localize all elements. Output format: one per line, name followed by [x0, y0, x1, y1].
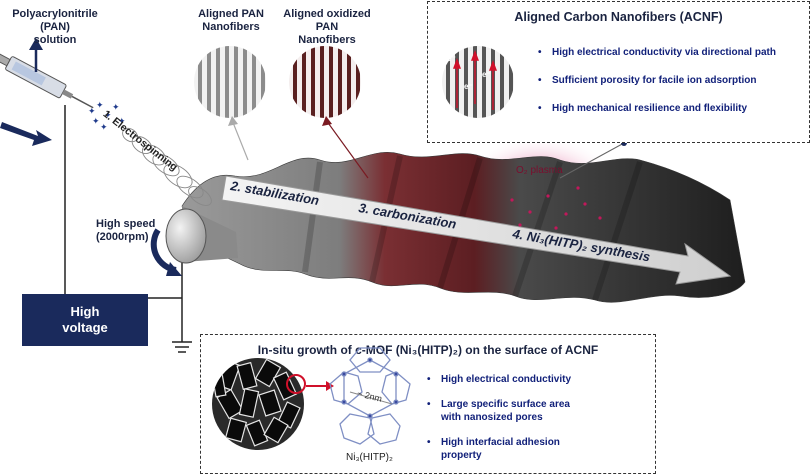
injection-arrow-icon: [0, 122, 52, 146]
acnf-bullet: Sufficient porosity for facile ion adsor…: [538, 74, 803, 87]
ground-icon: [172, 341, 192, 353]
roller: [165, 206, 238, 264]
aligned-oxidized-pan-nanofiber-image: [289, 46, 361, 118]
syringe-icon: [0, 50, 94, 109]
circuit-wires: [64, 105, 183, 342]
pan-solution-label: Polyacrylonitrile (PAN) solution: [12, 8, 98, 46]
high-speed-label: High speed (2000rpm): [96, 218, 156, 243]
acnf-box-title: Aligned Carbon Nanofibers (ACNF): [514, 10, 723, 24]
aligned-oxidized-pan-label: Aligned oxidized PAN Nanofibers: [283, 8, 371, 46]
mof-bullet: High electrical conductivity: [427, 373, 647, 386]
svg-text:✦: ✦: [104, 110, 112, 120]
high-voltage-box: High voltage: [22, 294, 148, 346]
mof-bullet: High interfacial adhesion property: [427, 436, 647, 462]
acnf-bullet-list: High electrical conductivity via directi…: [538, 46, 803, 115]
svg-text:✦: ✦: [88, 106, 96, 116]
svg-text:✦: ✦: [96, 100, 104, 110]
mof-box-title: In-situ growth of c-MOF (Ni₃(HITP)₂) on …: [257, 343, 599, 357]
acnf-fiber-image: [442, 46, 514, 118]
jet-particles: ✦✦✦ ✦✦✦ ✦: [88, 100, 126, 132]
mof-illustration: [212, 347, 411, 450]
electron-label: e⁻: [464, 82, 473, 91]
svg-text:✦: ✦: [112, 102, 120, 112]
mof-formula-label: Ni₃(HITP)₂: [346, 452, 393, 463]
mof-bullet: Large specific surface area with nanosiz…: [427, 398, 647, 424]
electrospinning-jet: [122, 127, 212, 206]
svg-text:✦: ✦: [100, 122, 108, 132]
process-arrow: [221, 175, 732, 285]
electron-label: e⁻: [447, 54, 456, 63]
acnf-bullet: High mechanical resilience and flexibili…: [538, 102, 803, 115]
svg-text:✦: ✦: [92, 116, 100, 126]
aligned-pan-nanofiber-image: [194, 46, 266, 118]
acnf-box: Aligned Carbon Nanofibers (ACNF) High el…: [427, 1, 810, 143]
mof-bullet-list: High electrical conductivity Large speci…: [427, 373, 647, 462]
o2-plasma-label: O₂ plasma: [516, 165, 563, 176]
aligned-pan-label: Aligned PAN Nanofibers: [198, 8, 264, 33]
plasma-particles: [510, 186, 602, 230]
acnf-bullet: High electrical conductivity via directi…: [538, 46, 803, 59]
electron-label: e⁻: [482, 70, 491, 79]
svg-text:✦: ✦: [118, 116, 126, 126]
